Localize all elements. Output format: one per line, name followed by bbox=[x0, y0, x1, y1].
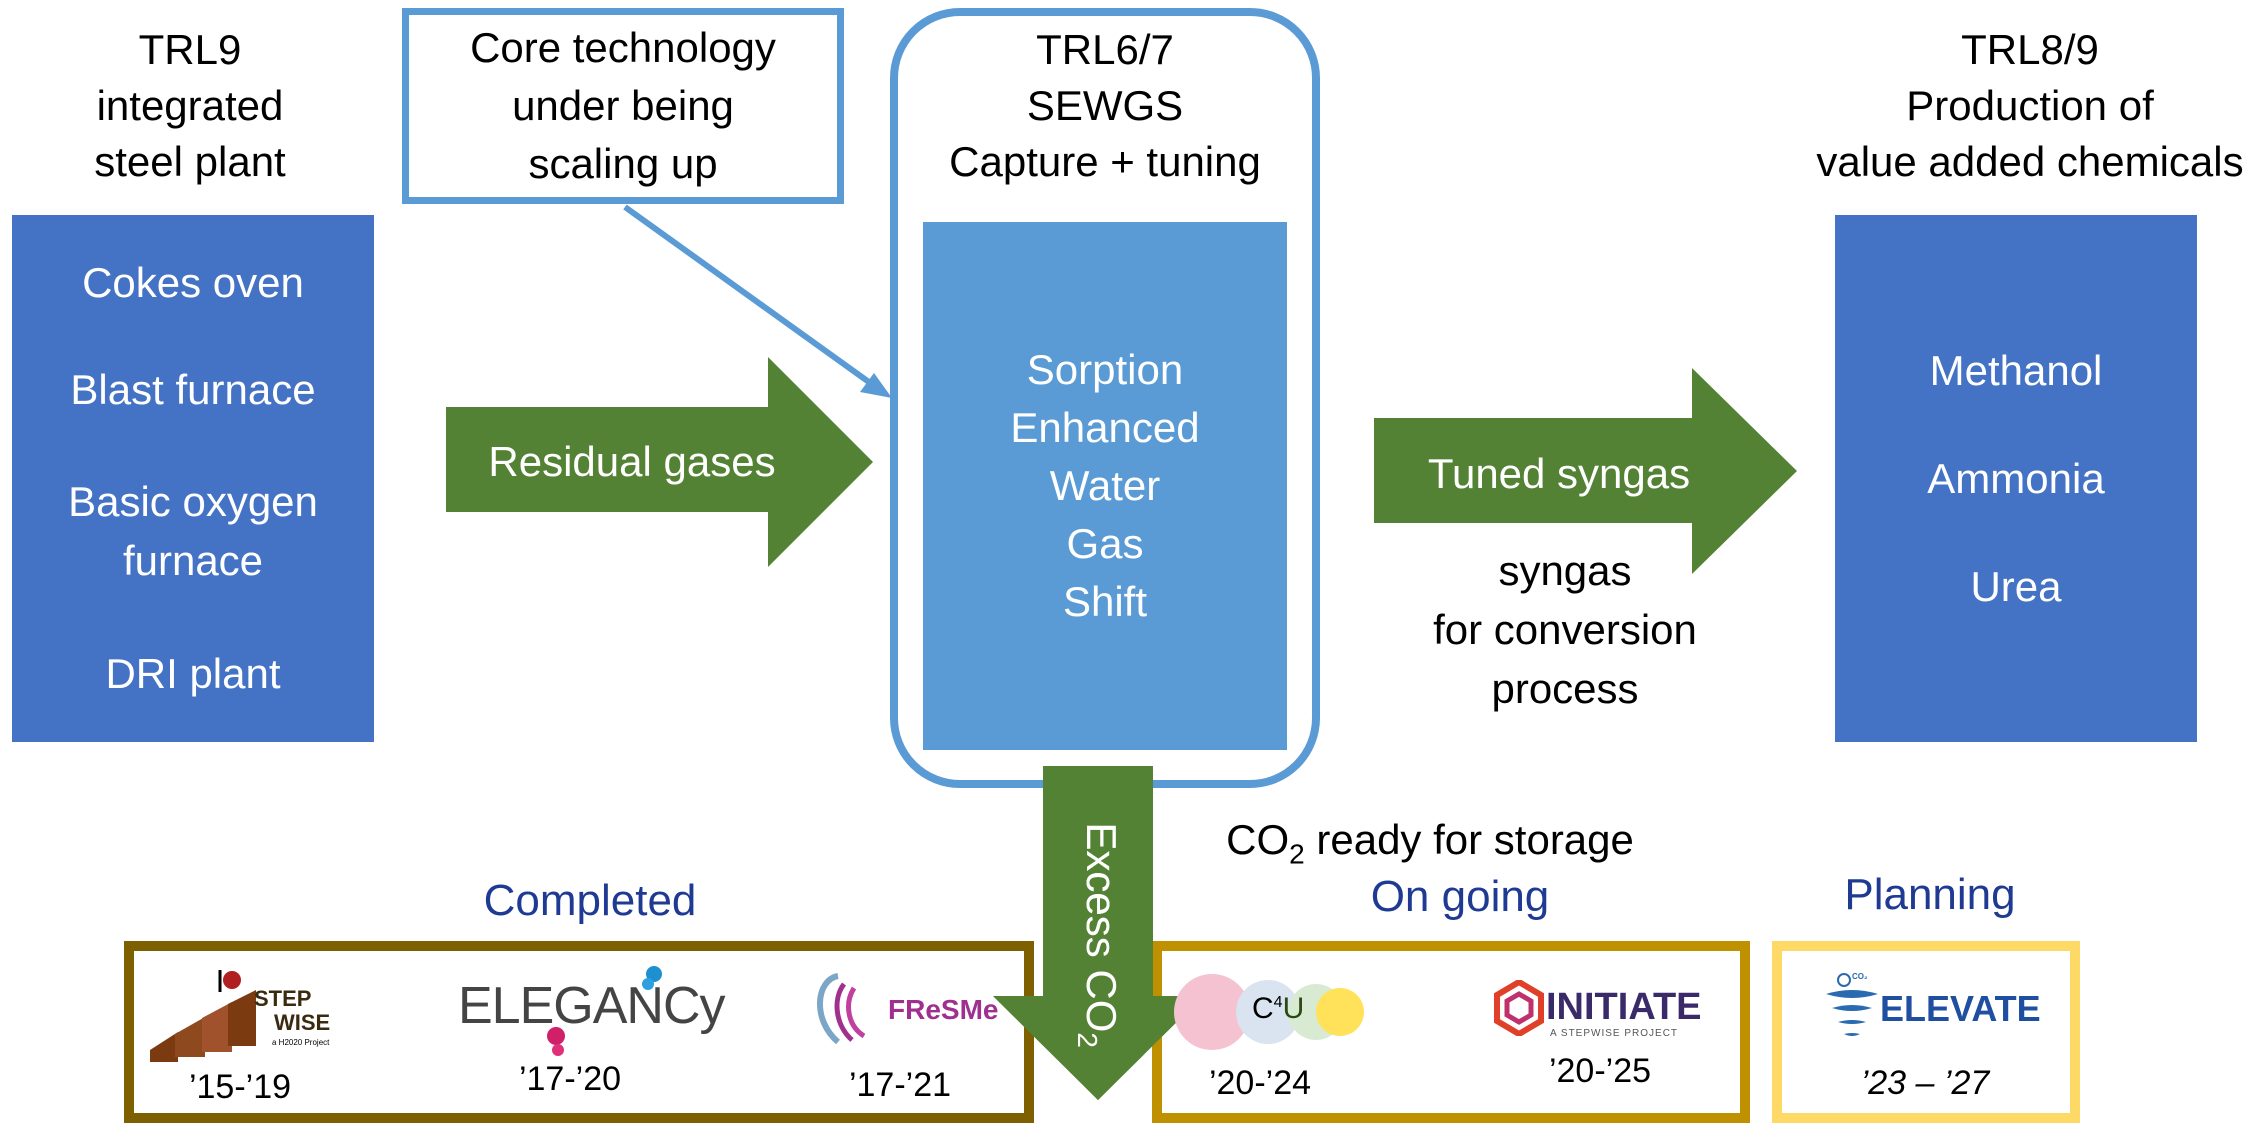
center-header-line-1: TRL6/7 bbox=[1036, 26, 1174, 73]
chemicals-box: Methanol Ammonia Urea bbox=[1835, 215, 2197, 742]
initiate-name: INITIATE bbox=[1546, 986, 1702, 1028]
left-header-line-3: steel plant bbox=[94, 137, 286, 185]
stepwise-name-1: STEP bbox=[254, 986, 312, 1011]
process-line-5: Shift bbox=[1062, 577, 1148, 625]
core-technology-callout: Core technology under being scaling up bbox=[402, 8, 844, 204]
left-header-line-2: integrated bbox=[96, 81, 284, 129]
initiate-years: ’20-’25 bbox=[1548, 1052, 1652, 1090]
c4u-name-u: U bbox=[1282, 992, 1305, 1025]
chemical-methanol: Methanol bbox=[1929, 346, 2103, 394]
elegancy-dots-icon bbox=[547, 966, 662, 1056]
category-planning: Planning bbox=[1844, 870, 2016, 919]
syngas-note-line-1: syngas bbox=[1498, 547, 1632, 594]
syngas-note-line-3: process bbox=[1491, 664, 1639, 712]
co2-note-pre: CO bbox=[1226, 816, 1290, 863]
plant-item-blast-furnace: Blast furnace bbox=[70, 366, 316, 414]
c4u-circles-icon bbox=[1174, 974, 1364, 1050]
stepwise-years: ’15-’19 bbox=[188, 1068, 292, 1106]
center-header: TRL6/7 SEWGS Capture + tuning bbox=[900, 22, 1310, 190]
elevate-name: ELEVATE bbox=[1880, 988, 2041, 1029]
stepwise-logo: CO₂ STEP WISE a H2020 Project bbox=[150, 962, 350, 1062]
process-line-4: Gas bbox=[1066, 519, 1144, 567]
callout-pointer-line bbox=[623, 204, 882, 393]
category-ongoing: On going bbox=[1370, 872, 1550, 921]
initiate-hexagon-icon bbox=[1494, 980, 1544, 1036]
stepwise-tag: a H2020 Project bbox=[272, 1038, 330, 1047]
tuned-syngas-arrow bbox=[1374, 368, 1797, 574]
c4u-name-sup: 4 bbox=[1273, 994, 1283, 1011]
c4u-name-c: C bbox=[1252, 992, 1274, 1025]
callout-pointer-head bbox=[860, 373, 892, 398]
chemical-ammonia: Ammonia bbox=[1927, 454, 2105, 502]
stepwise-stairs-icon bbox=[150, 970, 256, 1062]
c4u-logo: C4U bbox=[1168, 968, 1378, 1058]
elegancy-years: ’17-’20 bbox=[518, 1060, 622, 1098]
right-header-line-2: Production of bbox=[1906, 81, 2154, 129]
elevate-years: ’23 – ’27 bbox=[1860, 1064, 1990, 1102]
sewgs-process-box: Sorption Enhanced Water Gas Shift bbox=[923, 222, 1287, 750]
initiate-tag: A STEPWISE PROJECT bbox=[1550, 1028, 1679, 1039]
syngas-note-line-2: for conversion bbox=[1433, 605, 1697, 653]
left-header: TRL9 integrated steel plant bbox=[70, 22, 310, 190]
fresme-logo: FReSMe bbox=[808, 970, 1018, 1050]
excess-co2-subscript-overlay: 2 bbox=[1071, 1032, 1103, 1049]
excess-co2-text-overlay: Excess CO bbox=[1078, 822, 1126, 1033]
fresme-swirl-icon bbox=[817, 973, 866, 1045]
callout-line-2: under being bbox=[512, 82, 734, 130]
completed-projects-frame bbox=[124, 941, 1034, 1123]
elevate-co2: CO₂ bbox=[1852, 972, 1868, 981]
right-header-line-1: TRL8/9 bbox=[1961, 26, 2099, 73]
process-line-1: Sorption bbox=[1026, 346, 1184, 394]
co2-note-sub: 2 bbox=[1289, 838, 1305, 870]
right-header: TRL8/9 Production of value added chemica… bbox=[1800, 22, 2260, 190]
planning-projects-frame bbox=[1772, 941, 2080, 1123]
fresme-name: FReSMe bbox=[888, 994, 999, 1025]
steel-plant-box: Cokes oven Blast furnace Basic oxygen fu… bbox=[12, 215, 374, 742]
co2-storage-note: CO2 ready for storage bbox=[1200, 812, 1660, 873]
process-line-2: Enhanced bbox=[1010, 404, 1200, 452]
initiate-logo: INITIATE A STEPWISE PROJECT bbox=[1494, 980, 1734, 1040]
left-header-line-1: TRL9 bbox=[138, 26, 242, 73]
c4u-years: ’20-’24 bbox=[1208, 1064, 1312, 1102]
syngas-note: syngas for conversion process bbox=[1400, 542, 1730, 718]
plant-item-cokes-oven: Cokes oven bbox=[82, 258, 304, 306]
plant-item-basic-oxygen-furnace: Basic oxygen furnace bbox=[68, 478, 318, 585]
elegancy-logo: ELEGANCy bbox=[458, 962, 726, 1062]
c4u-name: C4U bbox=[1252, 992, 1304, 1026]
chemical-urea: Urea bbox=[1970, 562, 2062, 610]
fresme-years: ’17-’21 bbox=[848, 1066, 952, 1104]
tuned-syngas-label: Tuned syngas bbox=[1427, 450, 1691, 497]
plant-item-dri-plant: DRI plant bbox=[105, 650, 281, 698]
elegancy-name: ELEGANCy bbox=[458, 977, 726, 1035]
residual-gases-label: Residual gases bbox=[488, 438, 776, 485]
elevate-logo: CO₂ ELEVATE bbox=[1822, 972, 2062, 1052]
right-header-line-3: value added chemicals bbox=[1816, 137, 2244, 185]
stepwise-name-2: WISE bbox=[274, 1010, 331, 1035]
excess-co2-arrow-overlay bbox=[993, 930, 1203, 1100]
stepwise-co2: CO₂ bbox=[154, 1024, 176, 1036]
category-completed: Completed bbox=[483, 876, 697, 925]
callout-line-3: scaling up bbox=[528, 139, 718, 187]
callout-line-1: Core technology bbox=[470, 24, 776, 72]
residual-gases-arrow bbox=[446, 357, 873, 567]
co2-note-post: ready for storage bbox=[1304, 816, 1634, 863]
process-line-3: Water bbox=[1049, 462, 1161, 510]
center-header-line-3: Capture + tuning bbox=[949, 137, 1261, 185]
elevate-tornado-icon bbox=[1826, 973, 1878, 1036]
center-header-line-2: SEWGS bbox=[1026, 81, 1184, 129]
